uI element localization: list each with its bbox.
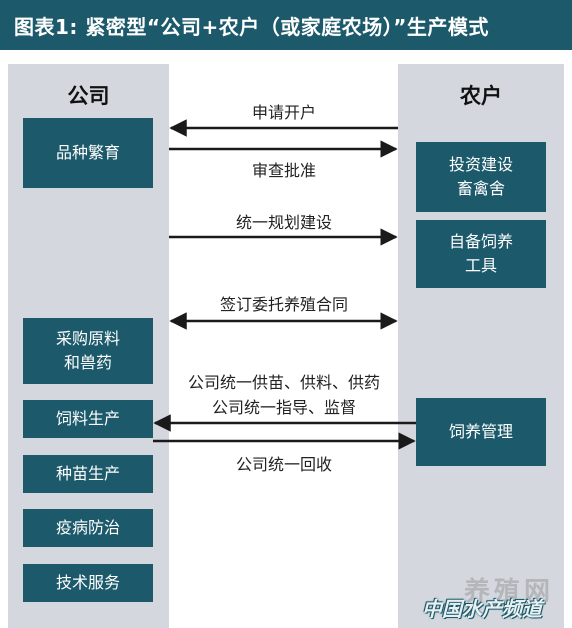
box-line: 饲养管理 <box>448 422 513 441</box>
company-header: 公司 <box>67 84 110 108</box>
box-line: 自备饲养 <box>448 232 513 251</box>
company-box-procurement: 采购原料 和兽药 <box>23 318 153 384</box>
box-line: 饲料生产 <box>55 409 120 428</box>
box-line: 品种繁育 <box>55 143 120 162</box>
flow-label-supply: 公司统一供苗、供料、供药 <box>187 373 380 392</box>
farmer-box-invest: 投资建设 畜禽舍 <box>416 142 546 212</box>
farmer-box-management: 饲养管理 <box>416 398 546 466</box>
box-line: 工具 <box>464 256 497 275</box>
farmer-header: 农户 <box>460 84 502 108</box>
company-box-tech: 技术服务 <box>23 564 153 602</box>
watermark-logo: 养殖网 <box>463 577 554 607</box>
box-line: 采购原料 <box>55 329 120 348</box>
box-line: 技术服务 <box>55 573 120 592</box>
farmer-box-tools: 自备饲养 工具 <box>416 220 546 288</box>
company-box-feed: 饲料生产 <box>23 400 153 438</box>
flow-label-approve: 审查批准 <box>251 161 316 180</box>
company-box-seedling: 种苗生产 <box>23 455 153 493</box>
box-line: 投资建设 <box>448 155 513 174</box>
flow-label-guidance: 公司统一指导、监督 <box>211 398 356 417</box>
company-box-breeding: 品种繁育 <box>23 118 153 188</box>
flow-label-recycle: 公司统一回收 <box>235 455 332 474</box>
box-line: 疫病防治 <box>55 518 120 537</box>
flow-label-contract: 签订委托养殖合同 <box>219 295 348 314</box>
diagram-title: 图表1: 紧密型“公司+农户（或家庭农场）”生产模式 <box>0 0 572 50</box>
box-line: 畜禽舍 <box>456 179 505 198</box>
box-line: 和兽药 <box>63 353 112 372</box>
watermark-channel: 中国水产频道 <box>422 597 542 621</box>
box-line: 种苗生产 <box>55 464 120 483</box>
flow-label-apply: 申请开户 <box>251 103 316 122</box>
company-box-disease: 疫病防治 <box>23 509 153 547</box>
flow-label-planning: 统一规划建设 <box>235 213 332 232</box>
